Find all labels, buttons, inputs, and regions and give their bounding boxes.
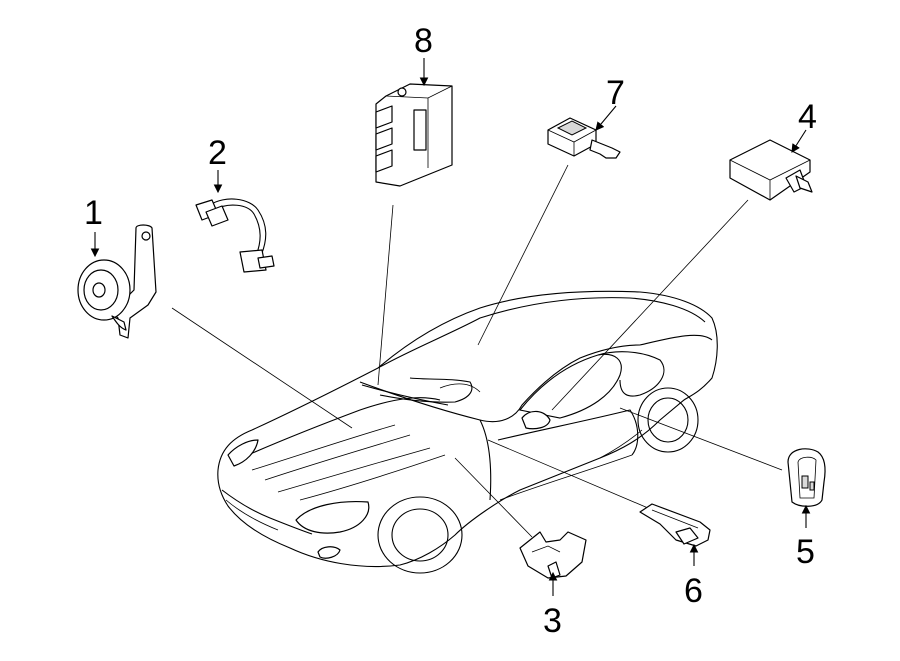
part-ecu-module[interactable] — [375, 83, 453, 187]
part-sensor-bracket[interactable] — [519, 531, 587, 579]
callout-label-5: 5 — [796, 533, 815, 571]
callout-label-1: 1 — [84, 194, 103, 232]
callout-label-7: 7 — [606, 74, 625, 112]
callout-label-3: 3 — [543, 602, 562, 640]
part-control-module-4[interactable] — [729, 139, 813, 201]
part-ignition-key[interactable] — [547, 117, 621, 159]
leader-lines — [171, 164, 783, 538]
callout-arrows — [90, 58, 811, 596]
part-wiring-harness[interactable] — [195, 198, 275, 273]
car-illustration — [217, 290, 718, 574]
callout-label-2: 2 — [208, 134, 227, 172]
callout-label-8: 8 — [414, 22, 433, 60]
callout-label-6: 6 — [684, 572, 703, 610]
part-antenna[interactable] — [639, 503, 711, 547]
part-key-fob[interactable] — [787, 448, 826, 507]
part-horn[interactable] — [77, 224, 157, 339]
callout-label-4: 4 — [798, 98, 817, 136]
